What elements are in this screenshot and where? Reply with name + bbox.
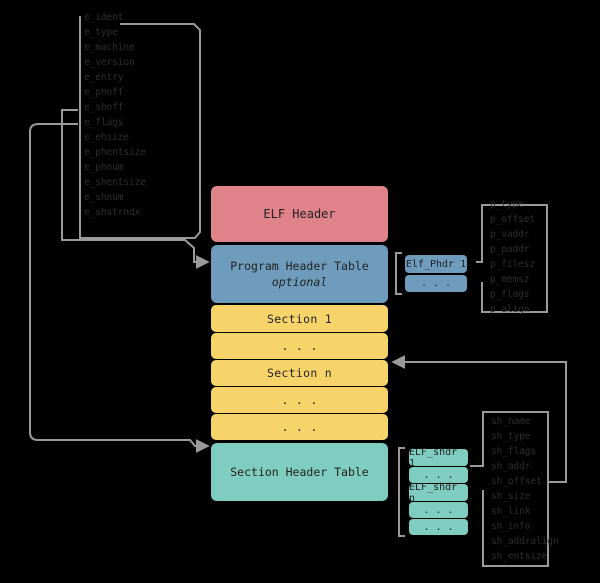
shdr-entries-bracket [398, 447, 405, 537]
phdr-field: p_paddr [490, 244, 530, 255]
shdr-entry-1: ELF_shdr 1 [409, 446, 468, 469]
phdr-entries-bracket [395, 252, 402, 295]
elf-header-field: e_flags [84, 117, 124, 128]
phdr-entry-more: . . . [405, 275, 467, 292]
elf-header-label: ELF Header [263, 207, 336, 221]
section-dots-block: . . . [211, 387, 388, 413]
elf-header-field-list: e_ident e_type e_machine e_version e_ent… [84, 10, 146, 220]
phdr-entry-more-label: . . . [420, 278, 452, 289]
elf-header-field: e_shnum [84, 192, 124, 203]
e-phoff-arrow [61, 109, 110, 241]
elf-header-field: e_shoff [84, 102, 124, 113]
elf-header-field: e_type [84, 27, 118, 38]
section-n-label: Section n [266, 366, 332, 380]
shdr-entry-dots: . . . [409, 467, 468, 483]
e-shoff-arrow [29, 123, 210, 453]
elf-header-field: e_shstrndx [84, 207, 141, 218]
program-header-table-block: Program Header Table optional [211, 245, 388, 303]
program-header-table-label: Program Header Table [230, 259, 369, 273]
shdr-field: sh_flags [491, 446, 536, 457]
phdr-field: p_vaddr [490, 229, 530, 240]
shdr-field: sh_entsize [491, 551, 548, 562]
phdr-field: p_filesz [490, 259, 535, 270]
elf-header-block: ELF Header [211, 186, 388, 242]
shdr-entry-n-label: ELF_shdr n [409, 481, 458, 504]
elf-header-field: e_ehsize [84, 132, 129, 143]
shdr-field: sh_name [491, 416, 531, 427]
section-dots-label: . . . [281, 339, 318, 353]
phdr-field-list: p_type p_offset p_vaddr p_paddr p_filesz… [490, 197, 535, 317]
shdr-entry-dots-label: . . . [423, 469, 454, 481]
section-header-table-block: Section Header Table [211, 443, 388, 501]
elf-header-field: e_phnum [84, 162, 124, 173]
phdr-field: p_type [490, 199, 524, 210]
shdr-entry-dots-label: . . . [423, 521, 454, 533]
shdr-field: sh_link [491, 506, 531, 517]
shdr-field: sh_addralign [491, 536, 559, 547]
section-dots-block: . . . [211, 333, 388, 359]
shdr-entry-1-label: ELF_shdr 1 [409, 446, 458, 469]
shdr-field: sh_offset [491, 476, 542, 487]
elf-header-field: e_ident [84, 12, 124, 23]
phdr-fields-bracket [476, 204, 548, 313]
elf-header-field: e_version [84, 57, 135, 68]
shdr-field: sh_type [491, 431, 531, 442]
phdr-field: p_flags [490, 289, 530, 300]
section-dots-block: . . . [211, 414, 388, 440]
shdr-entry-dots: . . . [409, 519, 468, 535]
phdr-field: p_memsz [490, 274, 530, 285]
section-dots-label: . . . [281, 393, 318, 407]
elf-header-bracket [79, 16, 201, 239]
section-1-block: Section 1 [211, 305, 388, 332]
elf-header-field: e_entry [84, 72, 124, 83]
shdr-entry-dots-label: . . . [423, 504, 454, 516]
section-n-block: Section n [211, 360, 388, 386]
shdr-field-list: sh_name sh_type sh_flags sh_addr sh_offs… [491, 414, 559, 564]
sh-offset-arrow [391, 355, 567, 483]
phdr-field: p_offset [490, 214, 535, 225]
elf-header-field: e_phoff [84, 87, 124, 98]
section-dots-label: . . . [281, 420, 318, 434]
elf-header-field: e_phentsize [84, 147, 146, 158]
phdr-entry-1-label: Elf_Phdr 1 [405, 258, 467, 270]
shdr-field: sh_info [491, 521, 531, 532]
section-1-label: Section 1 [266, 311, 332, 326]
elf-header-field: e_machine [84, 42, 135, 53]
shdr-field: sh_size [491, 491, 531, 502]
program-header-table-optional: optional [271, 275, 328, 289]
phdr-entry-1: Elf_Phdr 1 [405, 255, 467, 273]
shdr-fields-bracket [470, 411, 549, 567]
section-header-table-label: Section Header Table [230, 465, 369, 479]
elf-header-field: e_shentsize [84, 177, 146, 188]
shdr-entry-dots: . . . [409, 502, 468, 518]
phdr-field: p_align [490, 304, 530, 315]
shdr-field: sh_addr [491, 461, 531, 472]
shdr-entry-n: ELF_shdr n [409, 481, 468, 504]
